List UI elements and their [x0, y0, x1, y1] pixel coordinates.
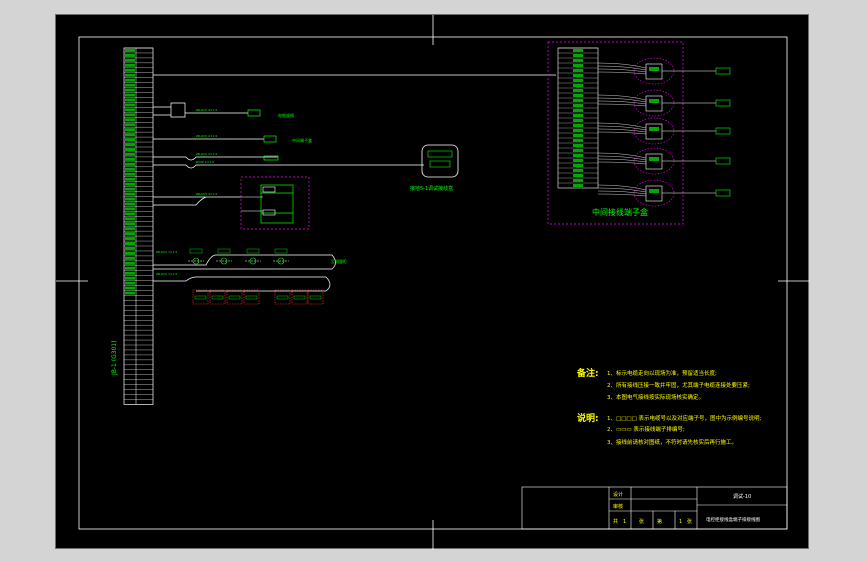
junction-terminals — [557, 47, 731, 207]
junction-box-label: 中间接线端子盒 — [592, 207, 648, 217]
label-bus: 至测量柜 — [331, 258, 347, 264]
svg-text:RVVP 2×1.0: RVVP 2×1.0 — [196, 160, 214, 164]
tb-num-label: 第 — [657, 518, 662, 525]
test-junction-box — [421, 144, 459, 178]
tb-num-unit: 张 — [687, 518, 692, 525]
note-3: 3、本图电气接线按实际现场核实确定。 — [607, 393, 704, 401]
svg-text:ZR-KVV 4×1.5: ZR-KVV 4×1.5 — [196, 108, 217, 112]
svg-text:ZR-KVV 2×1.5: ZR-KVV 2×1.5 — [196, 152, 217, 156]
tb-total-unit: 张 — [639, 518, 644, 525]
sensor-row — [188, 248, 289, 265]
device-label: 接地5-1调试接线盒 — [410, 185, 453, 192]
tb-row2: 审核 — [613, 503, 623, 510]
svg-text:ZR-KVV 7×1.5: ZR-KVV 7×1.5 — [156, 272, 177, 276]
tb-code: 调试-10 — [733, 493, 751, 500]
tb-total-label: 共 — [613, 518, 618, 525]
notes-block: 备注: 1、标示电缆走向以现场为准，预留适当长度; 2、所有接线压接一致并牢固，… — [576, 367, 750, 401]
schematic-canvas: JB-1 (G301) ZR-KVV 4×1.5 ZR-KVV 2×1.5 ZR… — [56, 15, 810, 550]
label-pipe1: 电缆规格 — [278, 112, 294, 118]
explain-2: 2、▭▭▭ 表示接线端子排编号; — [607, 425, 685, 433]
explain-1: 1、□□□□ 表示电缆号以及对应端子号，图中为示例编号说明; — [607, 414, 762, 422]
terminal-strip — [123, 47, 154, 405]
wiring-left — [153, 102, 424, 292]
strip-label: JB-1 (G301) — [111, 340, 118, 376]
red-terminal-boxes — [192, 289, 324, 305]
tb-num: 1 — [679, 519, 682, 525]
device-dashed-box — [240, 176, 310, 230]
svg-text:ZR-KVV 2×1.5: ZR-KVV 2×1.5 — [196, 134, 217, 138]
junction-box — [547, 41, 684, 225]
tb-title: 电控柜接线盒端子排接线图 — [706, 516, 760, 523]
svg-text:ZR-KVV 7×1.5: ZR-KVV 7×1.5 — [156, 250, 177, 254]
explain-3: 3、接线前请核对图纸，不符时请先核实后再行施工。 — [607, 438, 737, 446]
title-block — [521, 486, 788, 530]
explain-heading: 说明: — [577, 412, 599, 424]
note-2: 2、所有接线压接一致并牢固，尤其端子电缆连接处要压紧; — [607, 381, 750, 389]
label-pipe2: 中间端子盒 — [292, 137, 312, 143]
drawing-frame: JB-1 (G301) ZR-KVV 4×1.5 ZR-KVV 2×1.5 ZR… — [55, 14, 810, 550]
explain-block: 说明: 1、□□□□ 表示电缆号以及对应端子号，图中为示例编号说明; 2、▭▭▭… — [577, 412, 762, 446]
notes-heading: 备注: — [576, 367, 599, 379]
tb-total: 1 — [623, 519, 626, 525]
svg-text:ZR-KVV 4×1.5: ZR-KVV 4×1.5 — [196, 192, 217, 196]
note-1: 1、标示电缆走向以现场为准，预留适当长度; — [607, 369, 717, 377]
tb-row1: 设计 — [613, 491, 623, 498]
